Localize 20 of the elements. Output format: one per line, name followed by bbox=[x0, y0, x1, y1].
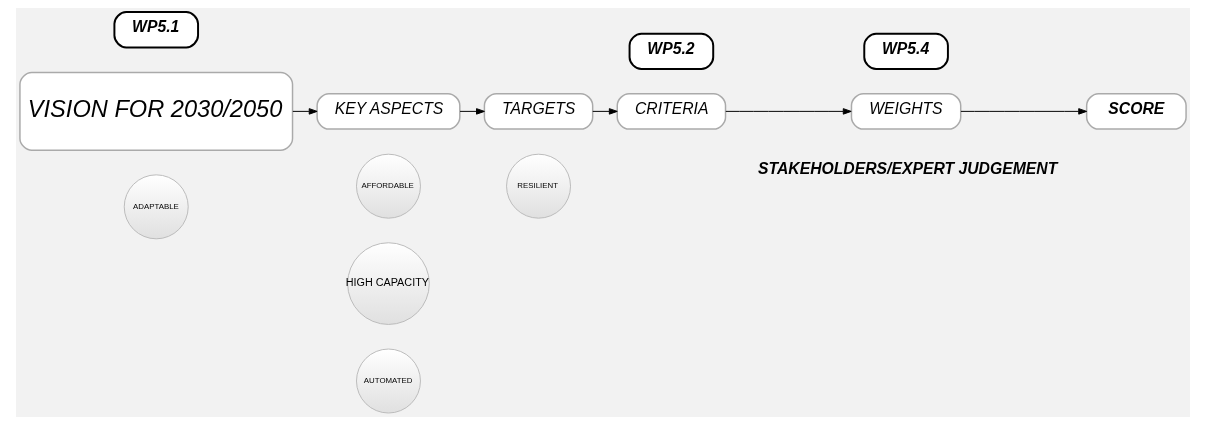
node-box: WP5.2 bbox=[628, 32, 715, 71]
node-box: TARGETS bbox=[483, 92, 594, 130]
node-circle: ADAPTABLE bbox=[123, 174, 189, 240]
node-box: WP5.4 bbox=[863, 32, 949, 71]
node-box: CRITERIA bbox=[616, 92, 727, 130]
arrow bbox=[592, 108, 618, 115]
node-circle: AUTOMATED bbox=[356, 348, 421, 414]
node-box: WP5.1 bbox=[113, 11, 200, 49]
node-circle: RESILIENT bbox=[506, 153, 571, 219]
node-circle: HIGH CAPACITY bbox=[347, 242, 430, 325]
node-box: VISION FOR 2030/2050 bbox=[19, 71, 294, 151]
arrow bbox=[459, 108, 485, 115]
label: STAKEHOLDERS/EXPERT JUDGEMENT bbox=[757, 160, 1058, 178]
arrow bbox=[960, 108, 1088, 115]
node-box: SCORE bbox=[1085, 92, 1187, 130]
node-circle: AFFORDABLE bbox=[356, 153, 421, 219]
node-box: KEY ASPECTS bbox=[316, 92, 461, 130]
arrow bbox=[725, 108, 852, 115]
node-box: WEIGHTS bbox=[850, 92, 962, 130]
arrow bbox=[292, 108, 318, 115]
